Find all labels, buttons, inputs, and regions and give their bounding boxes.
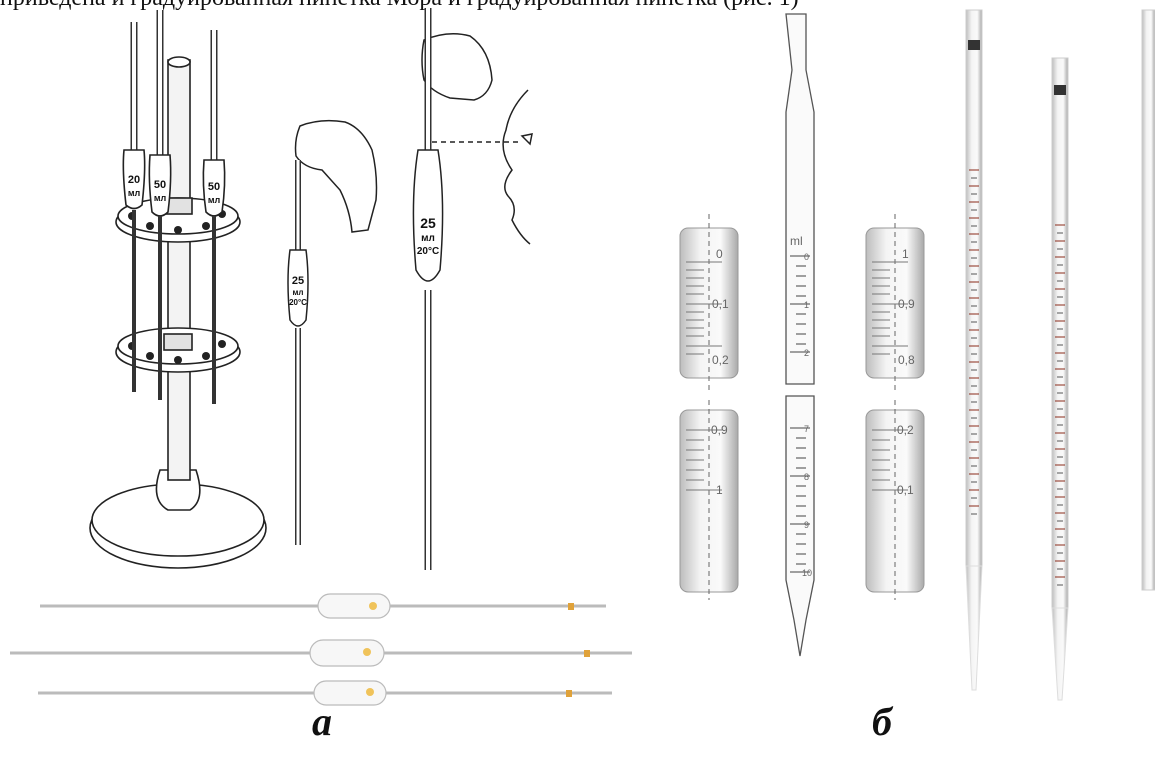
panel-a-label: а [312, 698, 332, 745]
stand-pipette-3-unit: мл [208, 195, 221, 205]
main-pipette-mark-1: 1 [804, 300, 809, 310]
hand-pipette-1-unit: мл [293, 288, 304, 297]
meniscus-right-top-mark-1: 1 [902, 247, 909, 261]
meniscus-right-top-mark-2: 0,9 [898, 297, 915, 311]
main-pipette-mark-8: 8 [804, 472, 809, 482]
panel-b-label: б [872, 698, 892, 745]
meniscus-left-top: 0 0,1 0,2 [680, 214, 738, 392]
meniscus-right-bottom: 0,2 0,1 [866, 400, 924, 600]
hand-pipette-large [413, 8, 532, 570]
graduated-pipette-photo-2 [1052, 58, 1068, 700]
stand-pipette-1-volume: 20 [128, 174, 140, 186]
meniscus-right-top-mark-3: 0,8 [898, 353, 915, 367]
meniscus-left-bottom: 0,9 1 [680, 400, 738, 600]
hand-pipette-1-volume: 25 [292, 275, 304, 287]
horizontal-pipettes [10, 594, 632, 705]
main-pipette-mark-0: 0 [804, 252, 809, 262]
graduated-pipette-main [786, 14, 814, 656]
main-pipette-mark-9: 9 [804, 520, 809, 530]
main-pipette-mark-10: 10 [802, 568, 812, 578]
stand-pipette-3-volume: 50 [208, 181, 220, 193]
meniscus-left-top-mark-1: 0 [716, 247, 723, 261]
main-pipette-mark-2: 2 [804, 348, 809, 358]
hand-pipette-2-temp: 20°C [417, 246, 439, 257]
main-pipette-unit-label: ml [790, 234, 803, 248]
mohr-pipette-stand [90, 10, 266, 568]
meniscus-left-top-mark-3: 0,2 [712, 353, 729, 367]
hand-pipette-2-volume: 25 [420, 215, 436, 231]
graduated-pipette-photo-1 [966, 10, 982, 690]
meniscus-right-top: 1 0,9 0,8 [866, 214, 924, 392]
photo-pipette-scales [969, 170, 1065, 585]
graduated-pipette-photo-3-partial [1142, 10, 1155, 590]
stand-pipette-2-volume: 50 [154, 179, 166, 191]
meniscus-left-bottom-mark-2: 1 [716, 483, 723, 497]
main-pipette-mark-7: 7 [804, 424, 809, 434]
hand-pipette-2-unit: мл [421, 233, 435, 244]
hand-pipette-1-temp: 20°C [289, 298, 307, 307]
meniscus-right-bottom-mark-1: 0,2 [897, 423, 914, 437]
hand-pipette-small [288, 121, 377, 545]
stand-pipette-1-unit: мл [128, 188, 141, 198]
meniscus-right-bottom-mark-2: 0,1 [897, 483, 914, 497]
stand-pipette-2-unit: мл [154, 193, 167, 203]
meniscus-left-top-mark-2: 0,1 [712, 297, 729, 311]
meniscus-left-bottom-mark-1: 0,9 [711, 423, 728, 437]
